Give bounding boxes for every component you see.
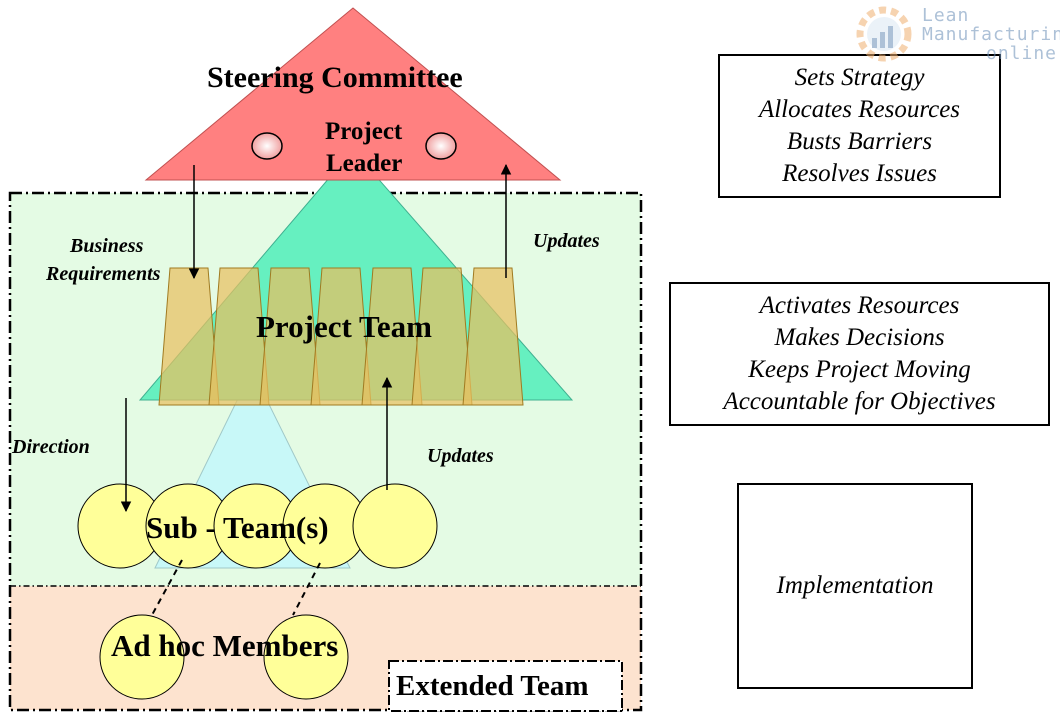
project-team-columns — [158, 267, 524, 406]
extended-team-box — [388, 660, 623, 712]
ad-hoc-circles — [99, 614, 349, 700]
steering-committee-triangle — [144, 7, 562, 181]
business-requirements-label-line1: Business — [70, 235, 144, 257]
ad-hoc-circle-2 — [263, 614, 349, 700]
steering-desc-line: Busts Barriers — [786, 128, 933, 155]
project-description-box: Activates Resources Makes Decisions Keep… — [669, 282, 1050, 426]
steering-desc-line: Sets Strategy — [794, 64, 925, 91]
steering-description-box: Sets Strategy Allocates Resources Busts … — [718, 54, 1001, 198]
steering-member-oval-2 — [425, 132, 457, 160]
ad-hoc-members-label: Ad hoc Members — [111, 628, 339, 663]
business-requirements-label-line2: Requirements — [46, 263, 161, 285]
sub-teams-label: Sub - Team(s) — [146, 510, 329, 545]
direction-label: Direction — [12, 436, 90, 458]
project-team-label: Project Team — [256, 309, 432, 344]
project-desc-line: Accountable for Objectives — [723, 388, 996, 415]
ad-hoc-circle-1 — [99, 614, 185, 700]
team-column-7 — [462, 267, 524, 406]
logo-line-1: Lean — [922, 5, 970, 26]
project-desc-line: Makes Decisions — [774, 324, 945, 351]
steering-member-oval-1 — [251, 132, 283, 160]
gear-chart-icon — [856, 6, 912, 62]
logo-line-2: Manufacturing — [922, 24, 1060, 45]
project-leader-label-line1: Project — [325, 118, 403, 145]
extended-team-label: Extended Team — [396, 670, 589, 702]
steering-desc-line: Resolves Issues — [782, 160, 937, 187]
implementation-box: Implementation — [737, 483, 973, 689]
sub-team-circle-5 — [352, 483, 438, 569]
project-desc-line: Keeps Project Moving — [748, 356, 971, 383]
project-leader-label-line2: Leader — [326, 150, 403, 177]
team-column-1 — [158, 267, 220, 406]
updates-bottom-label: Updates — [427, 445, 494, 467]
project-desc-line: Activates Resources — [759, 292, 960, 319]
logo-line-3: online — [986, 43, 1058, 64]
sub-team-circles — [77, 483, 438, 569]
updates-top-label: Updates — [533, 230, 600, 252]
implementation-desc-line: Implementation — [776, 572, 934, 599]
steering-desc-line: Allocates Resources — [758, 96, 961, 123]
steering-committee-label: Steering Committee — [207, 61, 463, 94]
lean-manufacturing-logo: Lean Manufacturing online — [852, 2, 1060, 66]
adhoc-connector-right — [292, 562, 321, 616]
